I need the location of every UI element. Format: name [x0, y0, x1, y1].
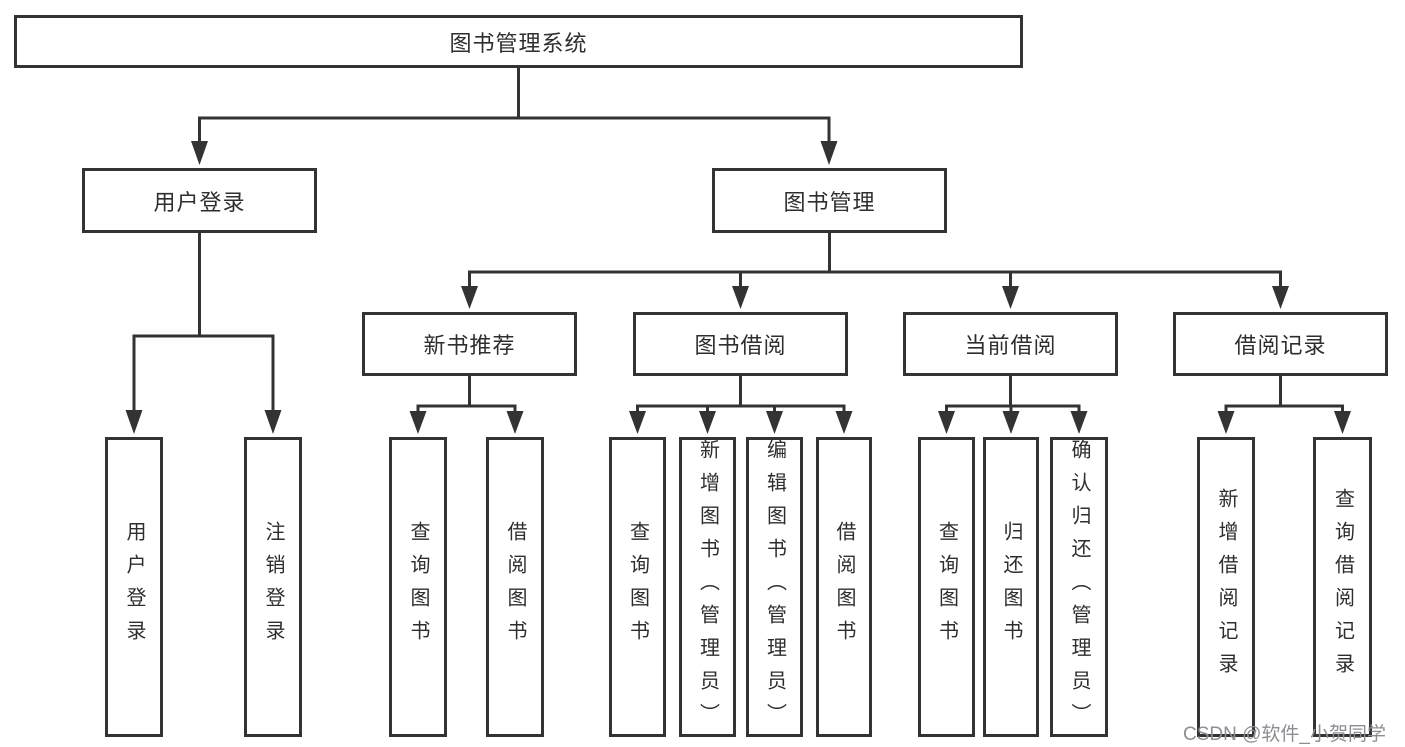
node-label: 借阅记录: [1234, 333, 1327, 358]
node-label: 新书推荐: [423, 333, 516, 358]
node-current-borrowing: 当前借阅: [903, 312, 1118, 376]
node-book-management: 图书管理: [712, 168, 947, 233]
node-root-library-system: 图书管理系统: [14, 15, 1023, 68]
node-label: 编辑图书（管理员）: [763, 438, 786, 736]
node-label: 确认归还（管理员）: [1068, 438, 1090, 736]
node-label: 用户登录: [153, 189, 246, 215]
node-label: 借阅图书: [833, 521, 855, 653]
leaf-query-borrow-record: 查询借阅记录: [1313, 437, 1372, 737]
node-label: 当前借阅: [964, 333, 1057, 358]
edge-root-to-level2: [198, 68, 831, 143]
leaf-return-book: 归还图书: [983, 437, 1039, 737]
node-label: 查询图书: [935, 521, 958, 653]
edge-level3-to-leaves: [416, 376, 1344, 413]
node-label: 查询借阅记录: [1331, 488, 1354, 686]
leaf-logout: 注销登录: [244, 437, 302, 737]
leaf-query-books-current: 查询图书: [918, 437, 975, 737]
leaf-borrow-books-borrowing: 借阅图书: [816, 437, 872, 737]
node-label: 用户登录: [123, 521, 145, 653]
leaf-edit-book-admin: 编辑图书（管理员）: [746, 437, 803, 737]
leaf-borrow-books-recommend: 借阅图书: [486, 437, 544, 737]
node-label: 图书借阅: [694, 333, 787, 358]
node-book-borrowing: 图书借阅: [633, 312, 848, 376]
node-label: 借阅图书: [504, 521, 526, 653]
arrowhead-icons: [125, 141, 1351, 434]
node-label: 注销登录: [262, 521, 284, 653]
leaf-query-books-recommend: 查询图书: [389, 437, 447, 737]
edge-bookmgmt-to-level3: [468, 233, 1282, 288]
edge-userlogin-to-leaves: [132, 233, 275, 412]
node-label: 查询图书: [407, 521, 429, 653]
watermark-text: CSDN @软件_小贺同学: [1183, 724, 1386, 745]
node-new-book-recommend: 新书推荐: [362, 312, 577, 376]
node-label: 图书管理: [783, 189, 876, 215]
leaf-add-borrow-record: 新增借阅记录: [1197, 437, 1255, 737]
leaf-query-books-borrowing: 查询图书: [609, 437, 666, 737]
node-user-login: 用户登录: [82, 168, 317, 233]
node-label: 查询图书: [626, 521, 649, 653]
node-borrowing-records: 借阅记录: [1173, 312, 1388, 376]
node-label: 新增借阅记录: [1215, 488, 1237, 686]
node-label: 归还图书: [1000, 521, 1022, 653]
leaf-confirm-return-admin: 确认归还（管理员）: [1050, 437, 1108, 737]
node-label: 新增图书（管理员）: [696, 438, 719, 736]
node-label: 图书管理系统: [449, 30, 588, 56]
leaf-user-login: 用户登录: [105, 437, 163, 737]
leaf-add-book-admin: 新增图书（管理员）: [679, 437, 736, 737]
